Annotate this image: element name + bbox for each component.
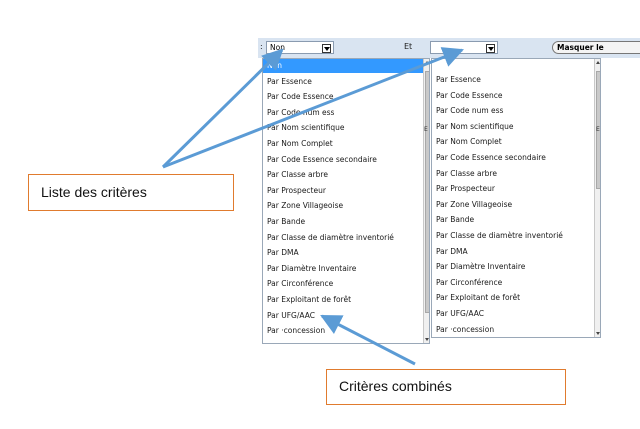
masquer-button[interactable]: Masquer le — [552, 41, 640, 54]
arrow-to-right-select — [162, 47, 464, 169]
list-item[interactable]: Par Zone Villageoise — [436, 199, 513, 209]
scroll-up-icon[interactable] — [596, 61, 600, 64]
list-item[interactable]: Par Exploitant de forêt — [267, 295, 352, 304]
scroll-down-icon[interactable] — [425, 338, 429, 341]
chevron-down-icon[interactable] — [322, 44, 331, 53]
list-item[interactable]: Par Essence — [436, 75, 481, 84]
callout-bottom-text: Critères combinés — [339, 378, 452, 394]
chevron-down-icon[interactable] — [486, 44, 495, 53]
right-list-scrollbar[interactable] — [594, 59, 600, 337]
list-item[interactable]: Par Prospecteur — [267, 185, 326, 195]
list-item[interactable]: Par Essence — [267, 76, 312, 86]
side-mark-left: E — [424, 126, 428, 133]
list-item[interactable]: Par DMA — [436, 246, 468, 256]
left-criteria-select-value: Non — [270, 43, 285, 52]
list-item[interactable]: Par Bande — [267, 217, 306, 226]
list-item[interactable]: Par Nom scientifique — [436, 121, 514, 131]
scroll-down-icon[interactable] — [596, 332, 600, 335]
callout-liste-criteres: Liste des critères — [28, 174, 234, 211]
list-item[interactable]: Par Diamètre Inventaire — [267, 263, 357, 273]
toolbar-colon: : — [260, 42, 263, 51]
list-item[interactable]: Par Code Essence secondaire — [436, 153, 546, 162]
list-item[interactable]: Par UFG/AAC — [267, 310, 315, 320]
list-item[interactable]: Par Classe arbre — [436, 168, 497, 178]
list-item[interactable]: Par Classe arbre — [267, 170, 328, 180]
list-item[interactable]: Par Nom scientifique — [267, 123, 345, 133]
callout-top-text: Liste des critères — [41, 184, 147, 200]
callout-criteres-combines: Critères combinés — [326, 369, 566, 405]
list-item[interactable]: Par DMA — [267, 248, 299, 258]
arrow-to-ufg-item — [320, 314, 416, 366]
list-item[interactable]: Par Circonférence — [267, 279, 334, 289]
list-item[interactable]: Par Classe de diamètre inventorié — [267, 232, 394, 242]
et-label: Et — [404, 42, 413, 51]
list-item[interactable]: Par Exploitant de forêt — [436, 293, 521, 303]
list-item[interactable]: Par Code Essence secondaire — [267, 154, 377, 164]
list-item[interactable]: Par Nom Complet — [267, 139, 333, 148]
list-item[interactable]: Par Code Essence — [267, 92, 334, 102]
list-item[interactable]: Par Circonférence — [436, 277, 503, 287]
left-scroll-thumb[interactable] — [425, 71, 429, 313]
arrow-to-left-select — [161, 48, 284, 169]
list-item[interactable]: Par ·concession — [436, 324, 495, 334]
list-item[interactable]: Par Prospecteur — [436, 184, 495, 194]
list-item[interactable]: Par Nom Complet — [436, 137, 502, 147]
list-item[interactable]: Par Diamètre Inventaire — [436, 262, 526, 272]
list-item[interactable]: Par Classe de diamètre inventorié — [436, 231, 563, 240]
side-mark-right: E — [596, 126, 600, 133]
list-item[interactable]: Par ·concession — [267, 326, 326, 336]
list-item[interactable]: Par Code Essence — [436, 90, 503, 100]
list-item[interactable]: Par Zone Villageoise — [267, 201, 344, 211]
list-item[interactable]: Par Code num ess — [436, 106, 504, 116]
right-scroll-thumb[interactable] — [596, 71, 600, 189]
list-item[interactable]: Par Bande — [436, 215, 475, 225]
list-item[interactable]: Par UFG/AAC — [436, 309, 484, 318]
